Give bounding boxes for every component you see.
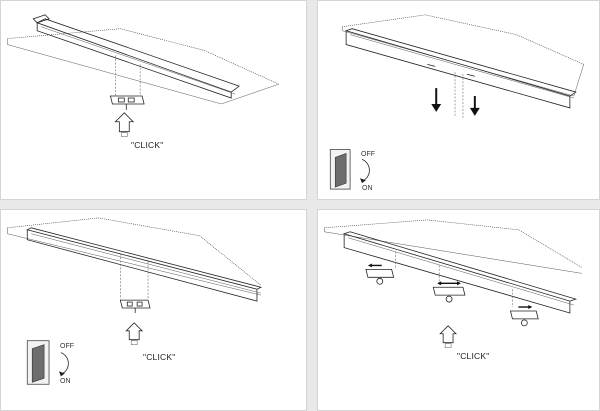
track-rail-side [36,22,232,99]
panel-step-2-lock-track: OFF ON [317,0,600,200]
track-groove [350,34,574,99]
track-rail [36,18,240,93]
panel-step-1-insert-adapter: "CLICK" [0,0,307,200]
joint-marker [466,73,475,77]
ceiling-plate [7,227,261,296]
curved-arrow-icon [60,352,69,375]
up-arrow-base [444,343,452,348]
up-arrow-icon [439,325,457,344]
ceiling-plate [324,227,582,274]
track-rail [26,227,263,290]
adapter-connector-icon [119,299,151,313]
ceiling-edge [342,14,584,65]
panel-step-3-insert-and-power: "CLICK" OFF ON [0,209,307,411]
power-switch-icon [26,340,50,385]
track-install-illustration [7,14,279,137]
track-rail-side [26,229,258,302]
track-groove [41,26,236,95]
track-lock-illustration [329,14,584,190]
curved-arrow-head [359,178,366,184]
track-rail-side [345,30,571,109]
up-arrow-icon [125,322,144,341]
panel-step-4-position-adapters: "CLICK" [317,209,600,411]
track-rail [342,231,578,302]
track-rail-side [343,233,571,314]
adapter-connector-icon [509,305,539,327]
track-multi-adapter-illustration [324,219,582,348]
switch-off-label: OFF [361,151,375,158]
adapter-connector-icon [109,95,145,110]
switch-on-label: ON [60,378,71,385]
curved-arrow-icon [361,159,370,182]
down-arrow-icon [431,88,442,112]
switch-on-label: ON [362,185,373,192]
power-switch-icon [329,149,351,190]
click-label: "CLICK" [143,352,176,362]
track-end-cap [32,14,50,24]
track-groove [348,237,574,306]
up-arrow-base [130,340,138,345]
ceiling-edge [7,217,262,286]
track-groove [31,233,261,294]
ceiling-edge [7,28,279,85]
ceiling-plate [7,38,279,105]
ceiling-edge [324,219,582,268]
up-arrow-base [121,132,128,137]
adapter-connector-icon [365,263,395,285]
adapter-connector-icon [432,281,466,303]
curved-arrow-head [58,371,65,377]
click-label: "CLICK" [457,351,490,361]
down-arrow-icon [469,96,480,116]
up-arrow-icon [114,112,135,133]
track-rail [344,28,577,97]
switch-off-label: OFF [60,343,74,350]
joint-marker [427,63,436,67]
click-label: "CLICK" [131,140,164,150]
track-adapter-illustration [7,217,263,385]
